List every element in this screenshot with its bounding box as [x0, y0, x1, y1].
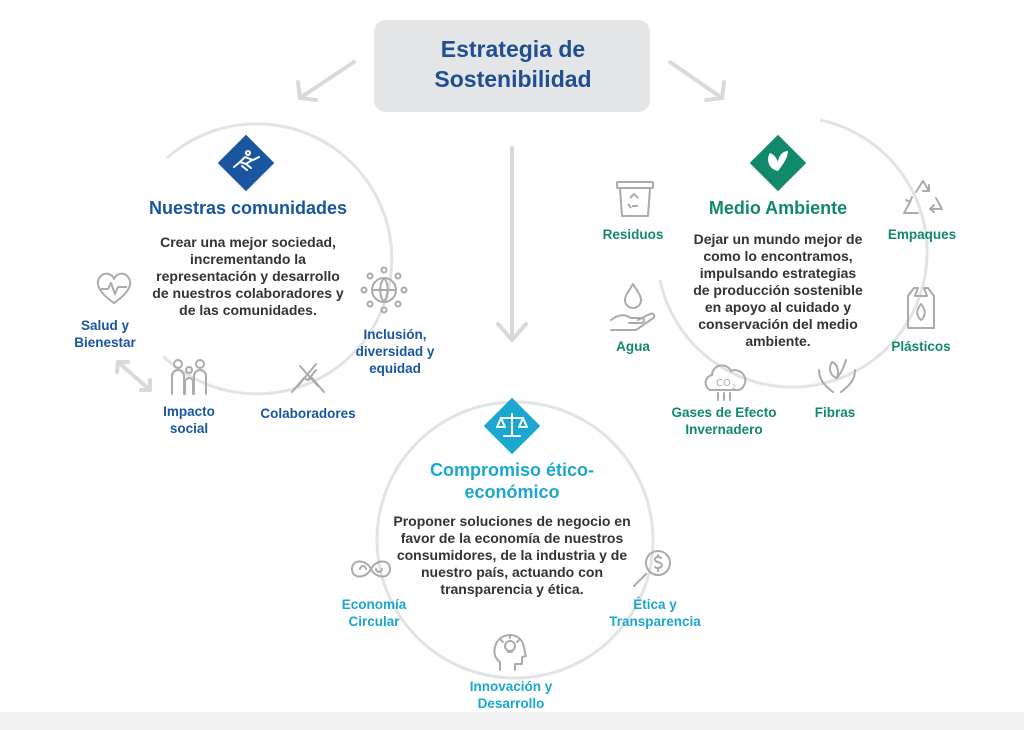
label-salud-bienestar: Salud y Bienestar	[74, 318, 136, 350]
ethics-heading: Compromiso ético-económico	[429, 460, 594, 502]
label-inclusion: Inclusión, diversidad y equidad	[355, 327, 435, 376]
hands-together-icon	[291, 363, 325, 393]
leaf-icon	[768, 151, 788, 171]
recycle-icon	[903, 180, 943, 214]
label-economia-circular: Economía Circular	[341, 597, 407, 629]
environment-heading: Medio Ambiente	[708, 198, 848, 218]
label-etica-transparencia: Ética y Transparencia	[609, 597, 701, 629]
handshake-icon	[233, 150, 260, 171]
plastic-bag-icon	[907, 287, 935, 329]
trash-bin-icon	[616, 181, 654, 217]
title-box	[374, 20, 650, 112]
heart-pulse-icon	[96, 272, 132, 304]
bottom-strip	[0, 712, 1024, 730]
label-empaques: Empaques	[887, 227, 957, 242]
svg-text:CO: CO	[716, 378, 731, 389]
dollar-hand-icon	[633, 550, 671, 587]
communities-heading: Nuestras comunidades	[148, 198, 348, 218]
ethics-description: Proponer soluciones de negocio en favor …	[393, 513, 631, 597]
label-fibras: Fibras	[814, 405, 856, 420]
label-plasticos: Plásticos	[891, 339, 951, 354]
co2-cloud-icon: CO 2	[704, 364, 747, 401]
arrow-right	[668, 60, 726, 102]
communities-description: Crear una mejor sociedad, incrementando …	[152, 234, 344, 318]
label-residuos: Residuos	[602, 227, 664, 242]
infinity-icon	[350, 560, 392, 578]
diversity-globe-icon	[360, 266, 408, 314]
people-icon	[171, 359, 207, 395]
arrow-down	[496, 146, 528, 342]
arrow-left	[296, 60, 356, 102]
environment-circle	[658, 118, 929, 389]
label-impacto-social: Impacto social	[163, 404, 215, 436]
communities-circle	[161, 122, 394, 396]
label-colaboradores: Colaboradores	[260, 406, 356, 421]
environment-description: Dejar un mundo mejor de como lo encontra…	[693, 231, 863, 349]
arrow-small-diagonal	[115, 360, 152, 392]
page-title: Estrategia de Sostenibilidad	[434, 36, 592, 92]
label-agua: Agua	[616, 339, 650, 354]
head-bulb-icon	[493, 634, 527, 671]
label-innovacion: Innovación y Desarrollo	[469, 679, 553, 711]
label-gases: Gases de Efecto Invernadero	[671, 405, 777, 437]
water-drop-hand-icon	[610, 283, 656, 331]
hands-plant-icon	[818, 359, 856, 393]
scales-icon	[496, 413, 528, 437]
svg-text:2: 2	[732, 384, 736, 391]
